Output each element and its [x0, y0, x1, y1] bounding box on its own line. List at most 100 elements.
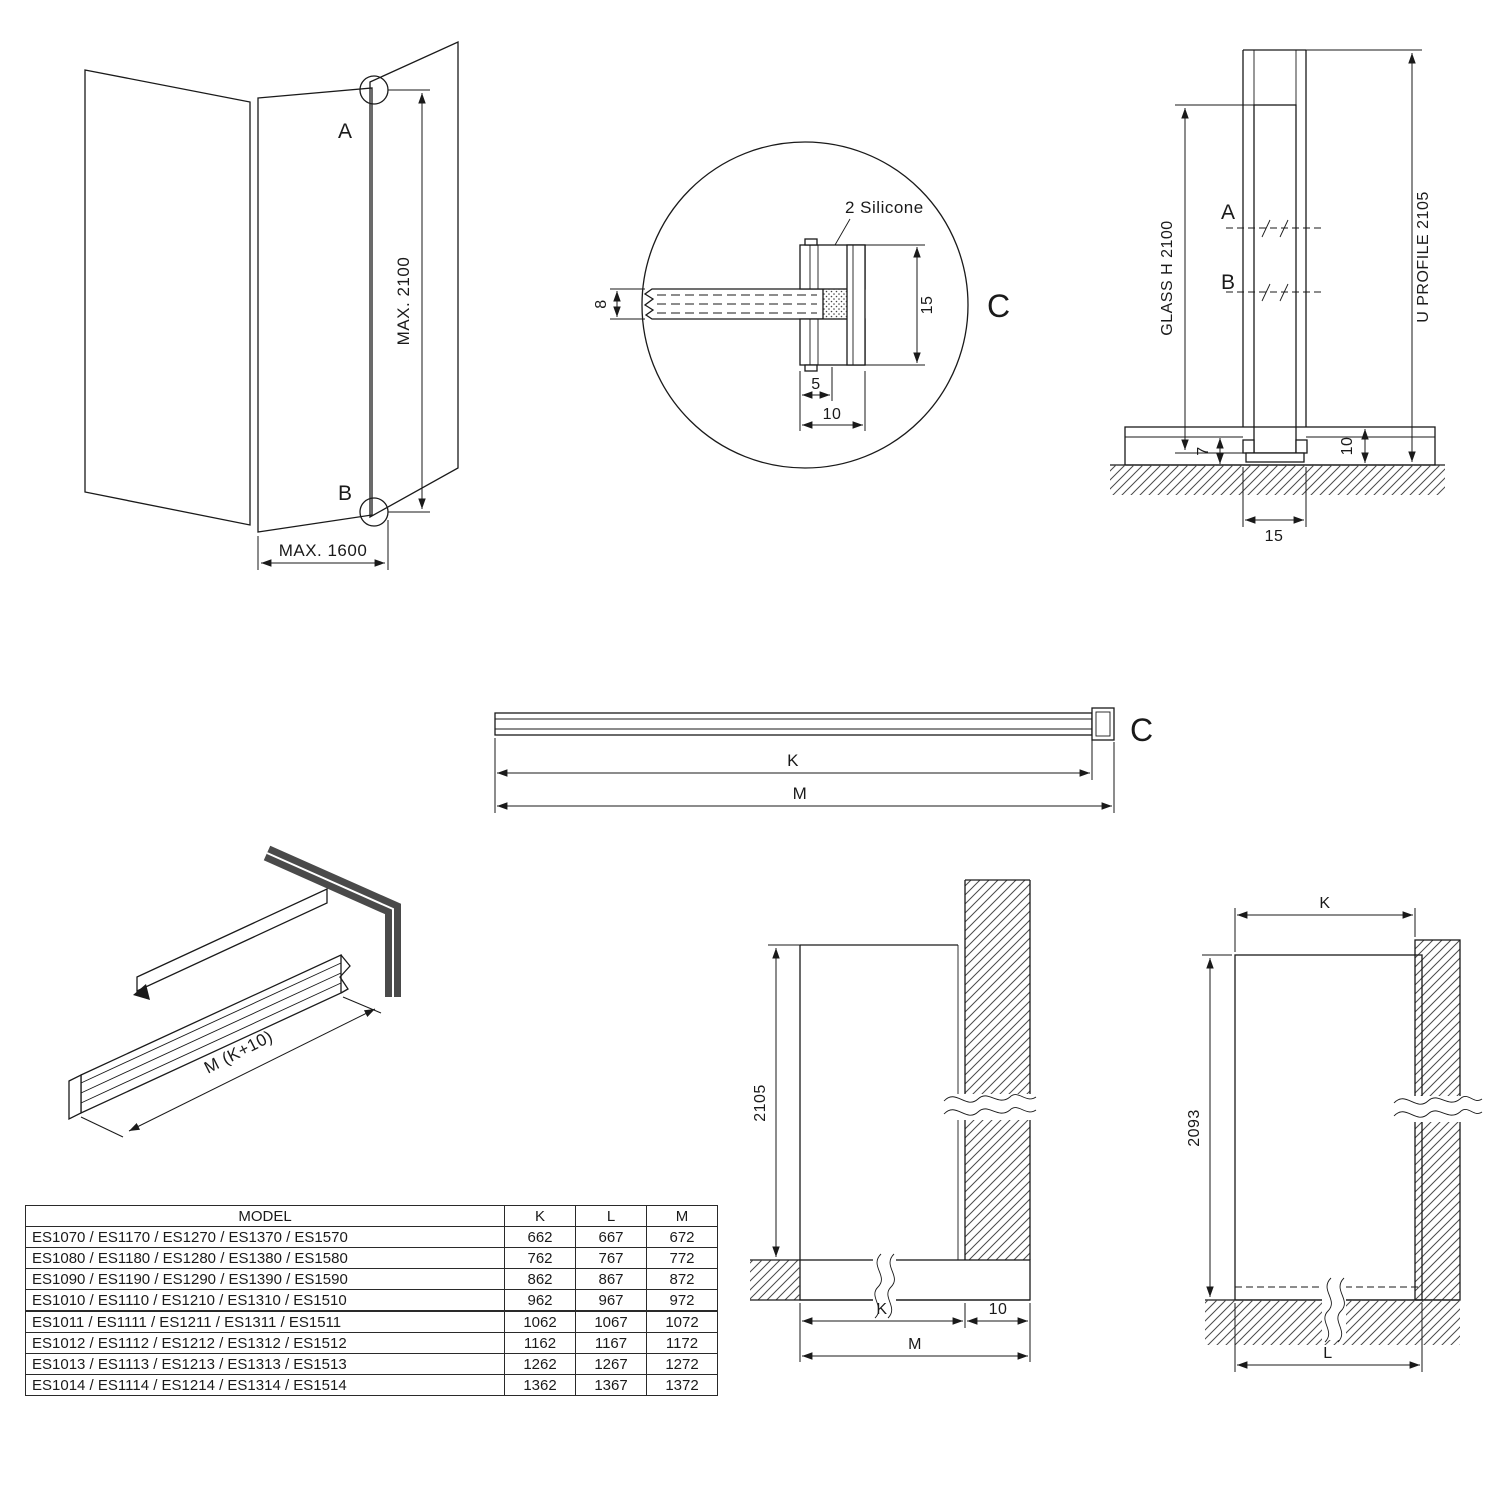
detail-bubble — [641, 141, 969, 469]
cell-l: 967 — [575, 1289, 647, 1312]
dim-profile-lines — [1306, 49, 1422, 462]
side-elevation-view: A B GLASS H 2100 U PROFILE 2105 7 — [1080, 15, 1500, 580]
profile-bar-view: C K M — [480, 685, 1180, 825]
dim-k: K — [876, 1301, 887, 1318]
model-table: MODEL K L M ES1070 / ES1170 / ES1270 / E… — [25, 1205, 718, 1396]
dim-7: 7 — [1195, 446, 1212, 455]
dim-15-lines — [1242, 467, 1307, 527]
cell-m: 1272 — [646, 1353, 718, 1375]
wall-break — [943, 1094, 1037, 1120]
dim-8: 8 — [593, 299, 610, 308]
dim-5-lines — [799, 367, 833, 431]
cell-m: 772 — [646, 1247, 718, 1269]
isometric-corner-view: A B MAX. 2100 MAX. 1600 — [40, 20, 540, 620]
dim-m-k10-lines — [80, 996, 382, 1138]
col-header-k: K — [504, 1205, 576, 1227]
cell-l: 667 — [575, 1226, 647, 1248]
break-line-b — [1226, 283, 1324, 302]
dim-u-profile: U PROFILE 2105 — [1415, 191, 1432, 323]
col-header-m: M — [646, 1205, 718, 1227]
table-row: ES1090 / ES1190 / ES1290 / ES1390 / ES15… — [25, 1268, 718, 1290]
curb-break — [873, 1253, 896, 1319]
table-row: ES1013 / ES1113 / ES1213 / ES1313 / ES15… — [25, 1353, 718, 1375]
floor-hatch — [1110, 465, 1445, 495]
label-b: B — [1221, 271, 1235, 294]
cell-m: 872 — [646, 1268, 718, 1290]
label-a: A — [338, 120, 352, 143]
cell-k: 1062 — [504, 1310, 576, 1333]
cell-k: 1362 — [504, 1374, 576, 1396]
dim-glass-h: GLASS H 2100 — [1159, 220, 1176, 335]
cell-k: 962 — [504, 1289, 576, 1312]
cell-k: 1162 — [504, 1332, 576, 1354]
glass-section — [643, 288, 824, 320]
cell-l: 767 — [575, 1247, 647, 1269]
dim-2093: 2093 — [1186, 1109, 1203, 1147]
end-cap — [1091, 707, 1115, 741]
dim-m: M — [908, 1336, 922, 1353]
silicone-joint — [822, 288, 848, 320]
cell-model: ES1090 / ES1190 / ES1290 / ES1390 / ES15… — [25, 1268, 505, 1290]
cell-m: 972 — [646, 1289, 718, 1312]
dim-l: L — [1323, 1345, 1332, 1362]
cell-l: 1267 — [575, 1353, 647, 1375]
cell-model: ES1070 / ES1170 / ES1270 / ES1370 / ES15… — [25, 1226, 505, 1248]
cell-model: ES1080 / ES1180 / ES1280 / ES1380 / ES15… — [25, 1247, 505, 1269]
dim-k-lines — [494, 738, 1093, 813]
glass-panel — [257, 87, 373, 533]
table-row: ES1014 / ES1114 / ES1214 / ES1314 / ES15… — [25, 1374, 718, 1396]
dim-2105: 2105 — [752, 1084, 769, 1122]
dim-k-lines — [799, 1303, 966, 1362]
dim-10-lines — [967, 1303, 1031, 1362]
table-row: ES1010 / ES1110 / ES1210 / ES1310 / ES15… — [25, 1289, 718, 1312]
table-row: ES1011 / ES1111 / ES1211 / ES1311 / ES15… — [25, 1310, 718, 1333]
dim-15: 15 — [919, 296, 936, 315]
dim-glass-lines — [1175, 104, 1254, 454]
dim-height-lines — [1202, 954, 1232, 1297]
bottom-fittings — [1242, 439, 1308, 463]
dim-k-lines — [1234, 908, 1416, 952]
cell-k: 1262 — [504, 1353, 576, 1375]
dim-k: K — [787, 751, 799, 770]
dim-max-height: MAX. 2100 — [394, 257, 413, 346]
floor-break — [1322, 1277, 1346, 1343]
cell-k: 762 — [504, 1247, 576, 1269]
wall-hatch — [965, 880, 1030, 1260]
dim-15-lines — [865, 244, 925, 366]
silicone-label: 2 Silicone — [845, 198, 924, 217]
table-row: ES1070 / ES1170 / ES1270 / ES1370 / ES15… — [25, 1226, 718, 1248]
dim-max-width: MAX. 1600 — [279, 541, 368, 560]
table-row: ES1012 / ES1112 / ES1212 / ES1312 / ES15… — [25, 1332, 718, 1354]
dim-10-lines — [802, 371, 866, 431]
left-wall — [84, 69, 251, 526]
front-elevation-view: 2105 K 10 M — [730, 860, 1070, 1400]
cell-m: 1072 — [646, 1310, 718, 1333]
dim-10: 10 — [823, 406, 842, 423]
wall-break — [1393, 1096, 1483, 1122]
cell-model: ES1010 / ES1110 / ES1210 / ES1310 / ES15… — [25, 1289, 505, 1312]
silicone-leader — [834, 218, 851, 246]
wall-angle-trim — [263, 845, 401, 997]
glass-elevation-view: K 2093 L — [1180, 860, 1500, 1400]
extrusion-iso-view: M (K+10) — [45, 825, 475, 1155]
dim-l-lines — [1234, 1303, 1423, 1372]
break-line-a — [1226, 219, 1324, 238]
dim-10: 10 — [989, 1301, 1008, 1318]
dim-15: 15 — [1265, 528, 1284, 545]
cell-model: ES1013 / ES1113 / ES1213 / ES1313 / ES15… — [25, 1353, 505, 1375]
profile-bar — [494, 712, 1093, 736]
label-a: A — [1221, 201, 1235, 224]
detail-letter-c: C — [1130, 712, 1153, 748]
detail-c-view: 2 Silicone 8 15 5 — [555, 95, 1045, 545]
u-profile-section — [799, 238, 866, 372]
glass-panel — [1234, 954, 1423, 1301]
u-profile-rail — [68, 953, 351, 1121]
gasket-strip — [133, 887, 328, 1000]
dim-10: 10 — [1339, 437, 1356, 456]
dim-m: M — [793, 784, 808, 803]
cell-k: 662 — [504, 1226, 576, 1248]
cell-model: ES1014 / ES1114 / ES1214 / ES1314 / ES15… — [25, 1374, 505, 1396]
cell-model: ES1012 / ES1112 / ES1212 / ES1312 / ES15… — [25, 1332, 505, 1354]
col-header-l: L — [575, 1205, 647, 1227]
